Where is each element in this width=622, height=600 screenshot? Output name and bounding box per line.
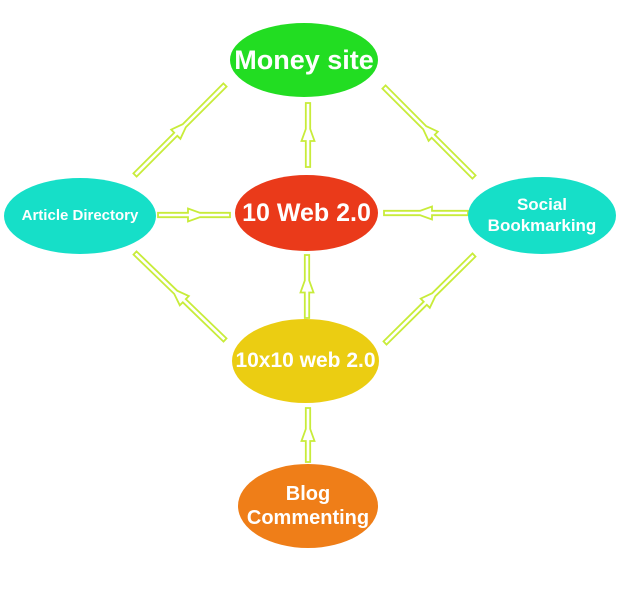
arrow-social-bookmarking-to-web20 [383,205,469,221]
node-social-bookmarking: Social Bookmarking [468,177,616,254]
node-money-site: Money site [230,23,378,97]
arrow-article-directory-to-money-site [132,82,228,178]
arrow-blog-commenting-to-web20-10x10 [300,407,316,463]
arrow-web20-10x10-to-web20 [299,254,315,319]
arrow-web20-to-money-site [300,102,316,168]
node-article-directory: Article Directory [4,178,156,254]
node-10-web20: 10 Web 2.0 [235,175,378,251]
arrow-article-directory-to-web20 [157,207,231,223]
arrow-web20-10x10-to-article-directory [132,250,228,343]
arrow-web20-10x10-to-social-bookmarking [382,252,477,346]
node-blog-commenting: Blog Commenting [238,464,378,548]
node-10x10-web20: 10x10 web 2.0 [232,319,379,403]
arrow-social-bookmarking-to-money-site [381,84,477,180]
